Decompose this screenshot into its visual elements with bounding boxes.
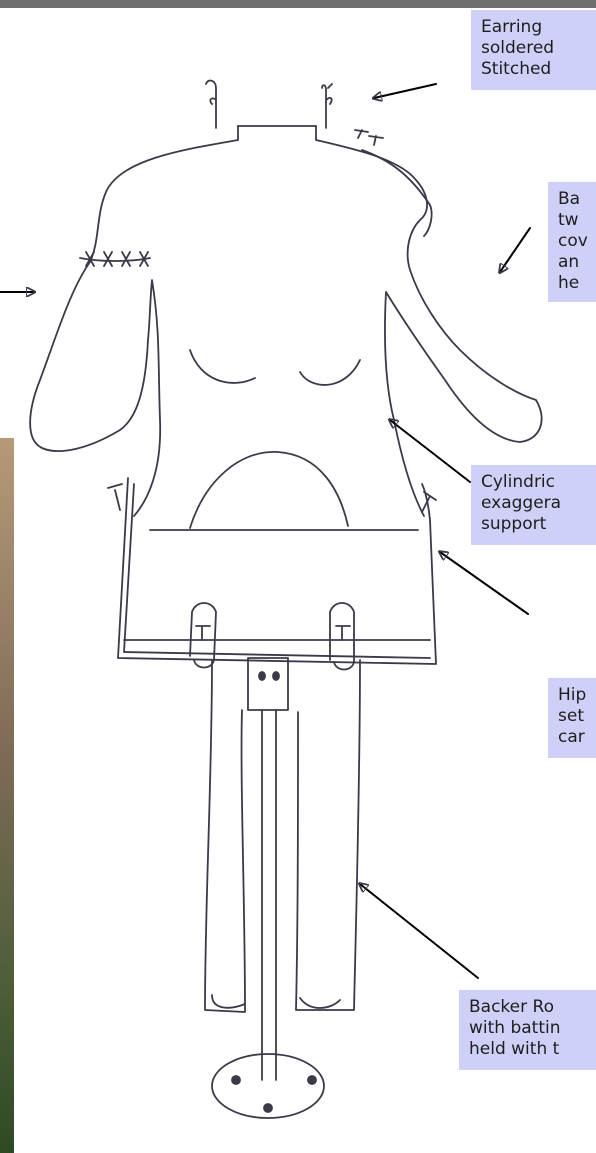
- callout-torso-line-1: Cylindric: [481, 472, 586, 493]
- left-leg-inner: [212, 995, 245, 1008]
- callout-arm-line-4: an: [558, 252, 586, 273]
- bracket-hole-2: [273, 672, 279, 680]
- callout-earring-line-2: soldered: [481, 38, 586, 59]
- bracket-hole-1: [259, 672, 265, 680]
- callout-legs-line-2: with battin: [469, 1018, 586, 1039]
- base-bolt-2: [308, 1076, 316, 1084]
- callout-arm-line-2: tw: [558, 210, 586, 231]
- shoulder-pins: [355, 130, 383, 145]
- shoulder-seam: [362, 150, 432, 236]
- callout-arm: Ba tw cov an he: [548, 182, 596, 302]
- callout-earring-line-1: Earring: [481, 17, 586, 38]
- arrow-arm: [500, 228, 530, 272]
- callout-hip: Hip set car: [548, 678, 596, 758]
- callout-legs: Backer Ro with battin held with t: [459, 990, 596, 1070]
- torso-outline: [30, 126, 238, 516]
- left-earring-hook: [206, 81, 216, 128]
- callout-arm-line-3: cov: [558, 231, 586, 252]
- left-clamp-t: [196, 626, 210, 640]
- hip-cage: [118, 478, 436, 664]
- callout-hip-line-2: set: [558, 706, 586, 727]
- torso-outline-right: [316, 126, 542, 516]
- left-breast: [190, 350, 255, 383]
- base-bolt-3: [264, 1104, 272, 1112]
- hip-cage-inner: [124, 484, 430, 658]
- left-clamp: [190, 603, 216, 668]
- callout-arm-line-1: Ba: [558, 189, 586, 210]
- arrow-legs: [360, 884, 478, 978]
- callout-legs-line-1: Backer Ro: [469, 997, 586, 1018]
- left-leg: [205, 660, 245, 1012]
- arrow-earring: [374, 84, 436, 98]
- callout-earring: Earring soldered Stitched: [471, 10, 596, 90]
- callout-earring-line-3: Stitched: [481, 59, 586, 80]
- callout-hip-line-3: car: [558, 727, 586, 748]
- right-earring-hook: [322, 84, 332, 128]
- callout-torso-line-2: exaggera: [481, 493, 586, 514]
- arrow-torso: [390, 420, 470, 482]
- support-pole: [262, 710, 276, 1080]
- callout-legs-line-3: held with t: [469, 1039, 586, 1060]
- right-leg-inner: [300, 998, 340, 1008]
- right-leg: [296, 660, 360, 1010]
- callout-arm-line-5: he: [558, 273, 586, 294]
- callout-hip-line-1: Hip: [558, 685, 586, 706]
- callout-torso-line-3: support: [481, 514, 586, 535]
- arrow-hip: [440, 552, 528, 614]
- right-clamp-t: [336, 626, 350, 640]
- callout-torso: Cylindric exaggera support: [471, 465, 596, 545]
- pole-bracket: [248, 658, 288, 710]
- base-bolt-1: [232, 1076, 240, 1084]
- left-side-pin: [108, 484, 122, 510]
- torso-arch: [190, 452, 348, 528]
- right-breast: [300, 360, 360, 385]
